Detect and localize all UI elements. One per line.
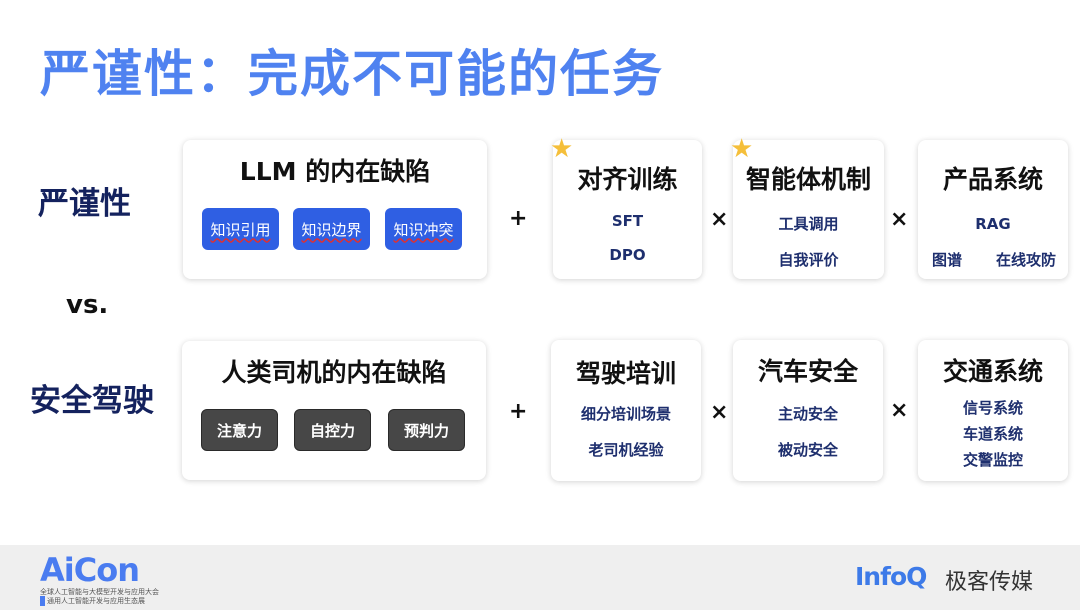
card-item: 细分培训场景: [580, 405, 671, 423]
method-card: 对齐训练 SFT DPO: [553, 140, 702, 279]
card-item: DPO: [609, 246, 646, 264]
card-item: 在线攻防: [995, 251, 1056, 269]
flaw-chip: 自控力: [294, 409, 371, 451]
aicon-logo: AiCon: [40, 551, 140, 589]
card-title: 汽车安全: [757, 357, 858, 386]
aicon-subtitle: 通用人工智能开发与应用生态展: [40, 596, 145, 606]
times-operator: ×: [890, 207, 909, 232]
card-title: 智能体机制: [745, 165, 871, 194]
card-item: 图谱: [932, 251, 963, 269]
plus-operator: +: [509, 399, 528, 424]
card-item: 交警监控: [962, 451, 1023, 469]
flaw-chip: 知识冲突: [385, 208, 462, 250]
star-icon: ★: [730, 134, 754, 164]
card-item: 主动安全: [777, 405, 838, 423]
card-title: 人类司机的内在缺陷: [221, 358, 447, 387]
times-operator: ×: [710, 400, 729, 425]
flaw-chip: 知识边界: [293, 208, 370, 250]
card-title: LLM 的内在缺陷: [239, 157, 431, 186]
slide-title: 严谨性：完成不可能的任务: [40, 45, 664, 103]
method-card: 智能体机制 工具调用 自我评价: [733, 140, 884, 279]
row-label-driving: 安全驾驶: [30, 383, 154, 419]
card-title: 对齐训练: [577, 165, 678, 194]
times-operator: ×: [710, 207, 729, 232]
vs-label: vs.: [66, 290, 109, 320]
method-card: 产品系统 RAG 图谱 在线攻防: [918, 140, 1068, 279]
card-item: RAG: [975, 215, 1011, 233]
aicon-subtitle: 全球人工智能与大模型开发与应用大会: [40, 588, 159, 596]
card-item: 车道系统: [962, 425, 1023, 443]
flaw-chip: 注意力: [201, 409, 278, 451]
plus-operator: +: [509, 206, 528, 231]
row-label-rigor: 严谨性: [38, 186, 131, 222]
star-icon: ★: [550, 134, 574, 164]
infoq-chinese-name: 极客传媒: [945, 570, 1034, 595]
card-item: 信号系统: [962, 399, 1023, 417]
footer: AiCon 全球人工智能与大模型开发与应用大会 通用人工智能开发与应用生态展 I…: [0, 545, 1080, 610]
infoq-logo: InfoQ: [855, 562, 927, 591]
flaw-chip: 知识引用: [202, 208, 279, 250]
card-item: SFT: [611, 212, 644, 230]
card-item: 被动安全: [777, 441, 838, 459]
card-title: 交通系统: [942, 357, 1043, 386]
method-card: 驾驶培训 细分培训场景 老司机经验: [551, 340, 701, 481]
card-title: 驾驶培训: [575, 359, 676, 388]
times-operator: ×: [890, 398, 909, 423]
method-card: 交通系统 信号系统 车道系统 交警监控: [918, 340, 1068, 481]
driver-flaws-card: 人类司机的内在缺陷 注意力 自控力 预判力: [182, 341, 486, 480]
llm-flaws-card: LLM 的内在缺陷 知识引用 知识边界 知识冲突: [183, 140, 487, 279]
card-item: 自我评价: [778, 251, 839, 269]
card-item: 工具调用: [778, 215, 839, 233]
card-title: 产品系统: [942, 165, 1043, 194]
method-card: 汽车安全 主动安全 被动安全: [733, 340, 883, 481]
flaw-chip: 预判力: [388, 409, 465, 451]
card-item: 老司机经验: [588, 441, 664, 459]
